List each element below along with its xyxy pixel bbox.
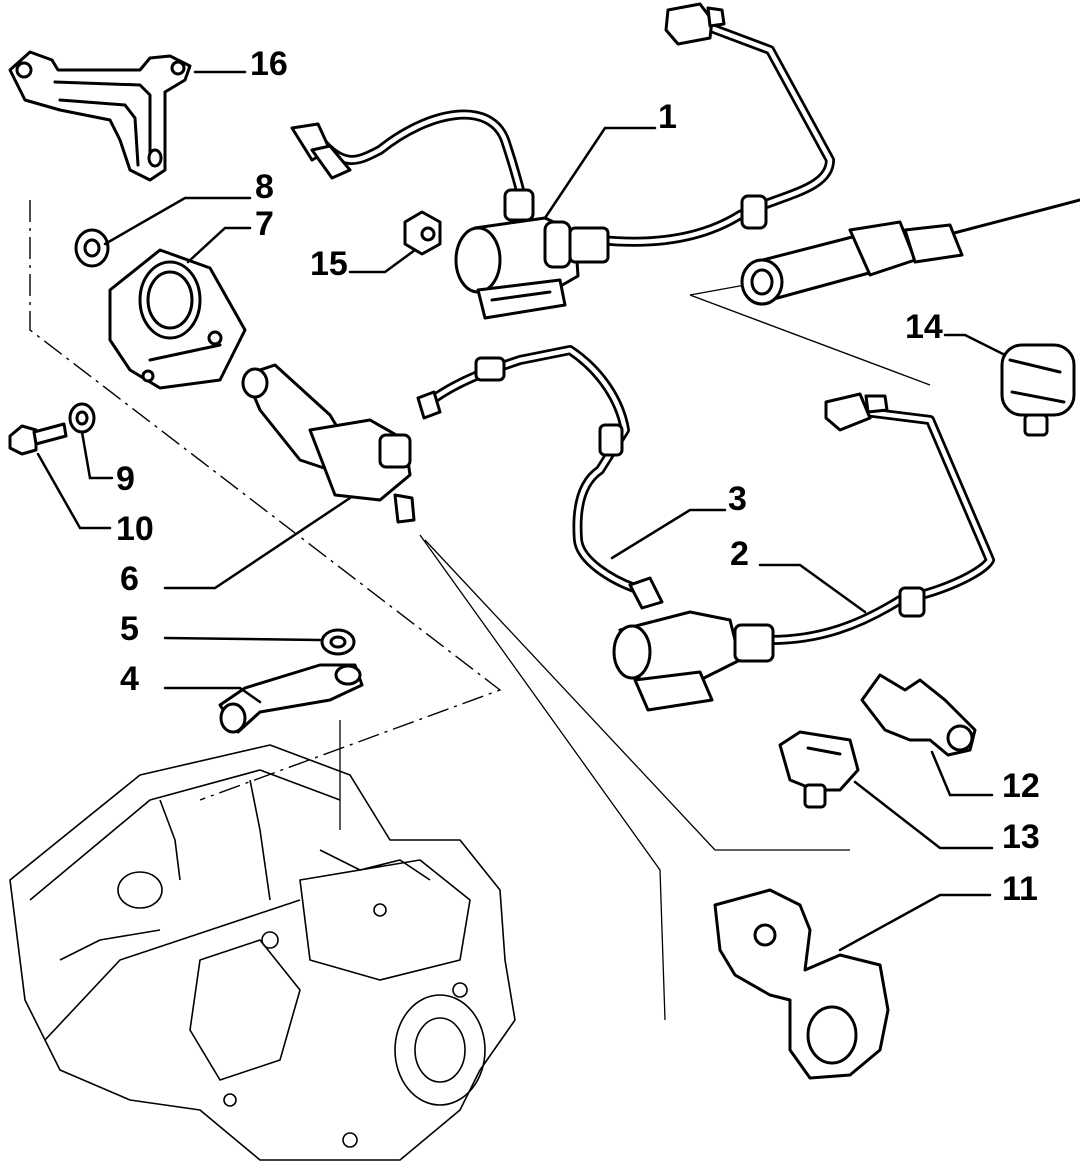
callout-2: 2: [730, 535, 749, 573]
part-7-cylinder-support: [108, 248, 247, 390]
part-2-lower-clutch-pipe: [612, 392, 995, 712]
callout-6: 6: [120, 560, 139, 598]
callout-12: 12: [1002, 767, 1040, 805]
callout-9: 9: [116, 460, 135, 498]
callout-labels: 1 2 3 4 5 6 7 8 9 10 11 12 13 14 15 16: [116, 45, 1040, 908]
callout-14: 14: [905, 308, 943, 346]
part-10-bolt: [8, 422, 68, 456]
callout-1: 1: [658, 98, 677, 136]
part-8-clip: [74, 228, 110, 268]
part-11-bracket: [713, 888, 890, 1080]
leader-lines: [36, 70, 1007, 1021]
callout-10: 10: [116, 510, 154, 548]
part-12-pipe-clip: [860, 673, 977, 757]
part-15-nut: [403, 210, 442, 256]
part-5-circlip: [320, 628, 356, 656]
part-3-middle-clutch-pipe: [416, 345, 664, 610]
callout-13: 13: [1002, 818, 1040, 856]
part-9-washer: [68, 402, 96, 434]
callout-7: 7: [255, 205, 274, 243]
part-13-pipe-clip: [778, 730, 860, 809]
callout-4: 4: [120, 660, 139, 698]
gearbox-housing: [9, 744, 516, 1161]
callout-3: 3: [728, 480, 747, 518]
part-1-upper-clutch-pipe: [290, 2, 835, 320]
part-14-clutch-cable-assembly: [740, 198, 1080, 437]
part-4-release-lever: [218, 663, 364, 734]
callout-5: 5: [120, 610, 139, 648]
callout-11: 11: [1002, 870, 1038, 908]
part-16-mounting-bracket: [8, 50, 192, 182]
part-6-slave-cylinder: [241, 363, 416, 524]
callout-15: 15: [310, 245, 348, 283]
callout-16: 16: [250, 45, 288, 83]
callout-8: 8: [255, 168, 274, 206]
